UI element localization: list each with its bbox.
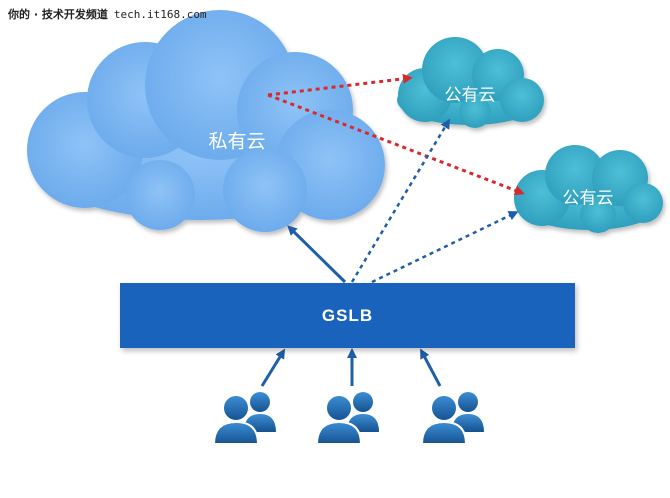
watermark: 你的 · 技术开发频道 tech.it168.com — [8, 6, 207, 22]
public-cloud-top-label: 公有云 — [444, 85, 496, 106]
user-arrow-left — [260, 348, 286, 387]
public-cloud-right-label: 公有云 — [562, 188, 614, 209]
private-cloud-label: 私有云 — [208, 130, 266, 153]
user-arrow-right — [420, 348, 442, 387]
red-dotted-links — [267, 73, 525, 196]
users-icon — [420, 392, 484, 445]
blue-dotted-links — [350, 118, 519, 284]
gslb-to-public-top-link — [350, 118, 451, 283]
watermark-site: tech.it168.com — [113, 8, 207, 21]
gslb-to-private-arrow — [287, 225, 347, 284]
users-icon — [212, 392, 276, 445]
watermark-text: 你的 · 技术开发频道 — [8, 8, 108, 21]
public-cloud-right — [514, 145, 663, 233]
user-arrows — [260, 348, 442, 387]
public-cloud-top — [397, 37, 544, 128]
gslb-label: GSLB — [321, 305, 374, 325]
dotted-link-to-public-right — [267, 93, 525, 196]
private-cloud — [27, 10, 385, 232]
gslb-box: GSLB — [120, 283, 575, 348]
gslb-to-public-right-link — [371, 211, 519, 284]
users-icon — [315, 392, 379, 445]
